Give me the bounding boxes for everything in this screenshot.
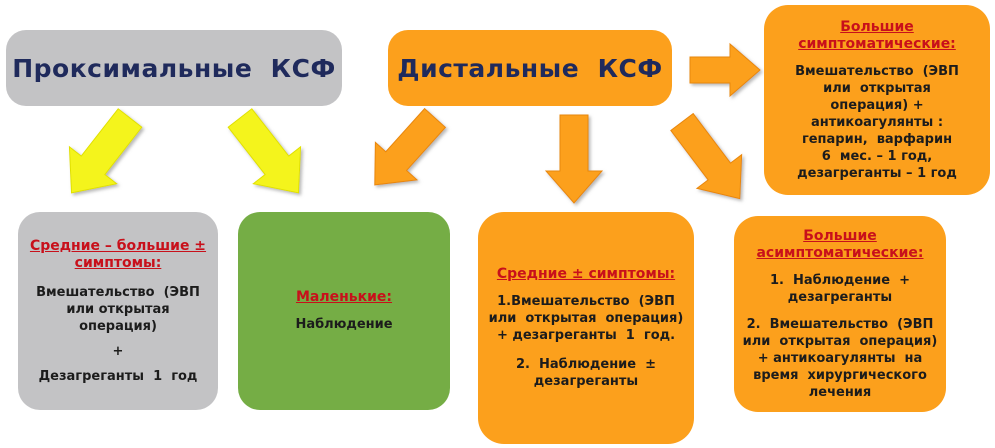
large-asymptomatic-item2-line: лечения — [808, 384, 872, 400]
large-asymptomatic-item2-line: + антикоагулянты на — [757, 350, 923, 366]
small-box: Маленькие: Наблюдение — [238, 212, 450, 410]
arrow-distal-to-medium — [544, 114, 604, 204]
small-title: Маленькие: — [295, 289, 393, 305]
large-asymptomatic-item2-line: время хирургического — [753, 367, 927, 383]
medium-item1-line: или открытая операция) — [488, 311, 684, 326]
arrow-proximal-to-medium-large — [68, 108, 143, 194]
large-symptomatic-line: или открытая — [823, 80, 931, 96]
large-asymptomatic-item2-line: 2. Вмешательство (ЭВП — [746, 316, 934, 332]
medium-box: Средние ± симптомы: 1.Вмешательство (ЭВП… — [478, 212, 694, 444]
medium-large-box: Средние – большие ± симптомы: Вмешательс… — [18, 212, 218, 410]
small-text: Наблюдение — [295, 317, 393, 332]
arrow-distal-to-small — [374, 107, 447, 186]
arrow-proximal-to-small — [227, 108, 302, 194]
large-symptomatic-line: операция) + — [830, 97, 924, 113]
medium-large-line: Дезагреганты 1 год — [38, 368, 198, 384]
large-asymptomatic-item2-line: или открытая операция) — [742, 333, 938, 349]
large-symptomatic-title-1: Большие — [840, 18, 914, 35]
large-asymptomatic-box: Большие асимптоматические: 1. Наблюдение… — [734, 216, 946, 412]
large-symptomatic-box: Большие симптоматические: Вмешательство … — [764, 5, 990, 195]
large-symptomatic-line: дезагреганты – 1 год — [797, 165, 957, 181]
arrow-distal-to-large-asymptomatic — [670, 112, 743, 200]
medium-large-line: операция) — [79, 318, 157, 334]
medium-item2-line: дезагреганты — [533, 374, 639, 389]
large-asymptomatic-item1-line: дезагреганты — [787, 289, 893, 305]
large-symptomatic-title-2: симптоматические: — [798, 35, 956, 52]
large-symptomatic-line: 6 мес. – 1 год, — [821, 148, 933, 164]
medium-large-title-1: Средние – большие ± — [29, 237, 207, 254]
large-asymptomatic-title-1: Большие — [803, 227, 877, 244]
medium-large-title-2: симптомы: — [74, 254, 162, 271]
distal-box: Дистальные КСФ — [388, 30, 672, 106]
medium-item2-line: 2. Наблюдение ± — [515, 357, 657, 372]
large-symptomatic-line: гепарин, варфарин — [801, 131, 953, 147]
large-symptomatic-line: антикоагулянты : — [810, 114, 944, 130]
medium-item1-line: + дезагреганты 1 год. — [496, 328, 676, 343]
proximal-title: Проксимальные КСФ — [12, 53, 336, 83]
medium-title: Средние ± симптомы: — [496, 266, 676, 282]
medium-large-line: или открытая — [66, 301, 170, 317]
medium-large-line: Вмешательство (ЭВП — [36, 284, 200, 300]
medium-item1-line: 1.Вмешательство (ЭВП — [497, 294, 675, 309]
large-asymptomatic-title-2: асимптоматические: — [756, 244, 924, 261]
medium-large-plus: + — [112, 343, 124, 359]
distal-title: Дистальные КСФ — [397, 53, 663, 83]
arrow-distal-to-large-symptomatic — [689, 42, 761, 98]
proximal-box: Проксимальные КСФ — [6, 30, 342, 106]
large-asymptomatic-item1-line: 1. Наблюдение + — [769, 272, 911, 288]
large-symptomatic-line: Вмешательство (ЭВП — [795, 63, 959, 79]
